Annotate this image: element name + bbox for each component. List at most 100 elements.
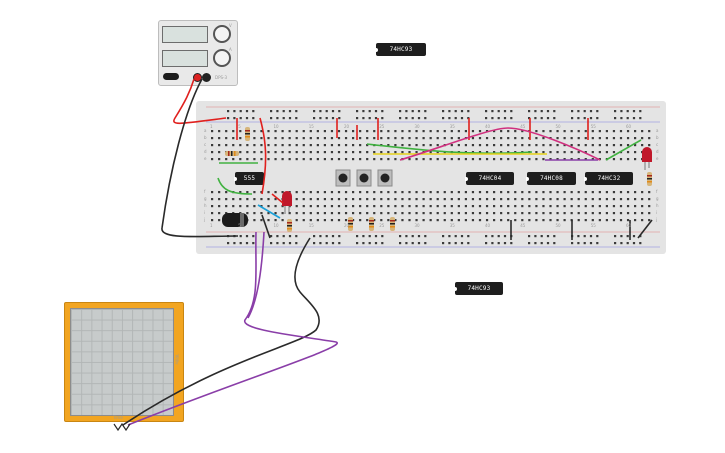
breadboard-hole [359,212,362,215]
voltage-knob[interactable] [213,25,231,43]
breadboard-hole [648,158,651,161]
breadboard-hole [267,212,270,215]
chip-74hc93-bottom[interactable]: 74HC93 [454,282,503,295]
breadboard-hole [366,219,369,222]
breadboard-hole [556,158,559,161]
breadboard-hole [467,235,470,238]
breadboard-hole [288,242,292,245]
breadboard-hole [408,137,411,140]
breadboard-hole [424,242,427,245]
breadboard-hole [411,242,414,245]
breadboard-hole [408,151,411,154]
breadboard-hole [401,219,404,222]
breadboard-hole [577,212,580,215]
breadboard-hole [366,205,369,208]
breadboard-hole [521,151,524,154]
breadboard-hole [337,130,341,133]
breadboard-hole [253,158,256,161]
breadboard-hole [281,219,284,222]
column-number: 10 [273,124,279,129]
breadboard-hole [399,235,402,238]
breadboard-hole [448,117,451,120]
breadboard-hole [323,198,326,201]
breadboard-hole [514,137,517,140]
breadboard-hole [309,205,312,208]
breadboard-hole [542,212,545,215]
breadboard-hole [331,235,335,238]
breadboard-hole [295,144,298,147]
breadboard-hole [316,205,319,208]
breadboard-hole [380,130,383,133]
breadboard-hole [549,205,552,208]
breadboard-hole [295,198,298,201]
breadboard-hole [507,151,510,154]
breadboard-hole [352,205,355,208]
breadboard-hole [381,242,384,245]
breadboard-hole [436,151,439,154]
breadboard-hole [288,110,292,113]
breadboard-hole [553,110,556,113]
breadboard-hole [246,191,249,194]
breadboard-hole [556,205,559,208]
breadboard-hole [387,191,390,194]
breadboard-hole [319,110,322,113]
chip-74hc93-top[interactable]: 74HC93 [375,43,426,56]
breadboard-hole [457,144,460,147]
row-letter: f [656,189,658,194]
breadboard-hole [563,212,566,215]
breadboard-hole [485,137,489,140]
breadboard-hole [253,205,256,208]
breadboard-hole [252,242,255,245]
chip-74hc04[interactable]: 74HC04 [465,172,514,185]
breadboard-hole [493,191,496,194]
breadboard-hole [429,205,432,208]
breadboard-hole [323,205,326,208]
breadboard-hole [612,158,616,161]
breadboard-hole [535,130,538,133]
breadboard-hole [344,198,348,201]
breadboard-hole [464,212,467,215]
breadboard-hole [274,130,277,133]
breadboard-hole [337,137,341,140]
power-supply[interactable]: V A DPS-3 [158,20,238,86]
breadboard-hole [648,144,651,147]
row-letter: a [656,128,659,133]
breadboard-hole [563,130,566,133]
power-switch[interactable] [163,73,179,80]
chip-555-timer[interactable]: 555 [234,172,264,185]
breadboard-hole [605,212,608,215]
breadboard-hole [239,137,242,140]
breadboard-hole [589,117,593,120]
breadboard-hole [619,212,623,215]
breadboard-hole [596,235,599,238]
breadboard-hole [359,191,362,194]
current-knob[interactable] [213,49,231,67]
breadboard-hole [442,235,445,238]
breadboard-hole [253,130,256,133]
breadboard-hole [267,144,270,147]
breadboard-hole [464,191,467,194]
breadboard-hole [457,205,460,208]
breadboard-hole [535,198,538,201]
breadboard-hole [485,235,488,238]
breadboard-hole [596,242,599,245]
breadboard-hole [442,117,445,120]
breadboard-hole [295,219,298,222]
oscilloscope[interactable]: Time V/div [64,302,184,422]
breadboard-hole [442,110,445,113]
column-number: 1 [210,124,213,129]
breadboard-hole [626,151,630,154]
breadboard-hole [270,235,273,238]
chip-74hc08[interactable]: 74HC08 [526,172,576,185]
breadboard-hole [362,117,365,120]
breadboard-hole [626,212,630,215]
breadboard-hole [641,130,644,133]
breadboard-hole [598,130,601,133]
breadboard-hole [478,144,482,147]
chip-74hc32[interactable]: 74HC32 [584,172,633,185]
breadboard-hole [626,158,630,161]
breadboard-hole [211,198,214,201]
breadboard-hole [288,158,291,161]
breadboard-hole [528,242,531,245]
